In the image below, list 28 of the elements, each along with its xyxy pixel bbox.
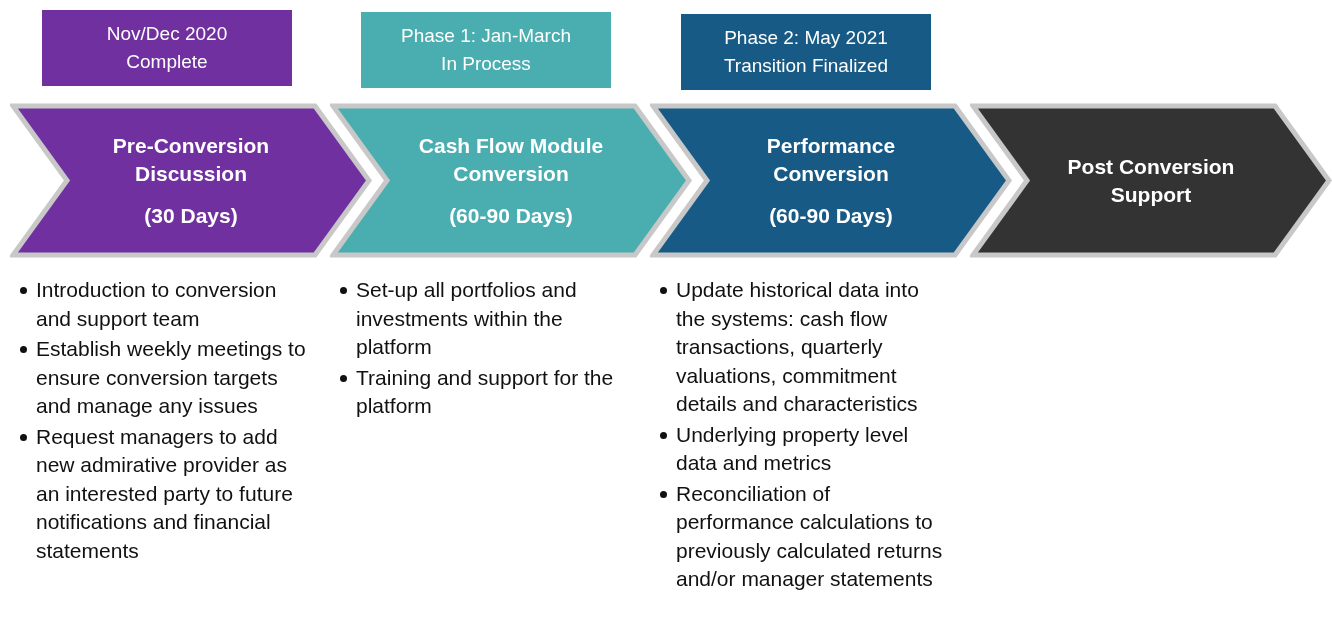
phase-status: Transition Finalized bbox=[723, 54, 888, 78]
chevron-step bbox=[970, 103, 1332, 258]
bullet-text: Update historical data into the systems: cash flow transactions, quarterly valuations, commitment details and characteristics bbox=[676, 278, 919, 415]
step-title: Performance Conversion bbox=[765, 132, 897, 187]
chevron-step bbox=[10, 103, 372, 258]
bullet-text: Introduction to conversion and support team bbox=[36, 278, 277, 330]
phase-status: In Process bbox=[441, 52, 531, 76]
chevron-step bbox=[330, 103, 692, 258]
step-title: Cash Flow Module Conversion bbox=[417, 132, 605, 187]
bullet-text: Reconciliation of performance calculations to previously calculated returns and/or manager statements bbox=[676, 481, 943, 590]
status-box bbox=[681, 14, 931, 90]
bullet-text: Request managers to add new admirative provider as an interested party to future notifications and financial statements bbox=[36, 424, 293, 562]
step-duration: (30 Days) bbox=[144, 202, 238, 229]
phase-status: Complete bbox=[126, 50, 208, 74]
step-title: Pre-Conversion Discussion bbox=[111, 132, 271, 187]
step-duration: (60-90 Days) bbox=[769, 202, 893, 229]
step-title: Post Conversion Support bbox=[1066, 153, 1236, 208]
step-duration: (60-90 Days) bbox=[449, 202, 573, 229]
phase-date: Phase 2: May 2021 bbox=[724, 26, 888, 50]
phase-date: Nov/Dec 2020 bbox=[106, 22, 228, 46]
bullet-text: Training and support for the platform bbox=[356, 365, 614, 417]
bullet-text: Underlying property level data and metrics bbox=[676, 422, 909, 474]
bullet-text: Establish weekly meetings to ensure conversion targets and manage any issues bbox=[36, 337, 306, 417]
status-box bbox=[361, 12, 611, 88]
chevron-step bbox=[650, 103, 1012, 258]
status-box bbox=[42, 10, 292, 86]
phase-date: Phase 1: Jan-March bbox=[401, 24, 571, 48]
bullet-text: Set-up all portfolios and investments within the platform bbox=[356, 278, 577, 358]
